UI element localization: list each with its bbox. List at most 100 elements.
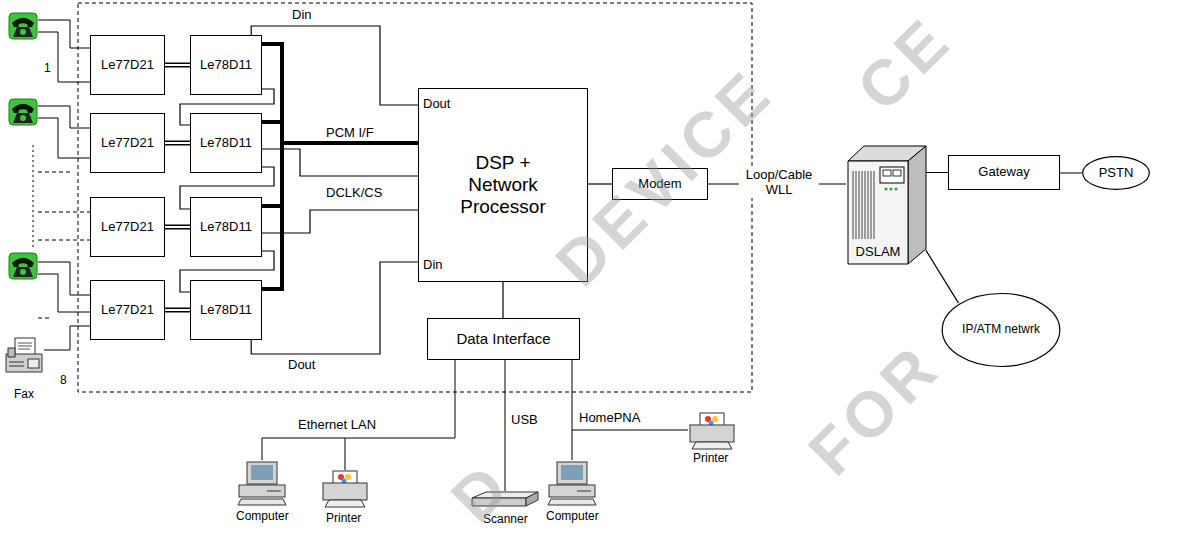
connector-line bbox=[262, 122, 418, 143]
rack-slot bbox=[874, 171, 875, 239]
codec-chip: Le78D11 bbox=[190, 197, 262, 257]
node-label: Le78D11 bbox=[200, 136, 252, 151]
ellipse-border bbox=[942, 294, 1060, 367]
connector-line bbox=[262, 143, 418, 206]
rack-led bbox=[890, 188, 893, 191]
rack-slot bbox=[859, 171, 860, 239]
rack-panel bbox=[880, 167, 904, 183]
slic-chip: Le77D21 bbox=[90, 35, 165, 95]
connector-line bbox=[926, 171, 948, 173]
printer-icon bbox=[690, 413, 734, 449]
signal-label: DCLK/CS bbox=[326, 186, 382, 201]
device-label: Computer bbox=[546, 510, 599, 524]
double-line-inner bbox=[165, 142, 190, 144]
slic-chip: Le77D21 bbox=[90, 113, 165, 173]
fax-icon bbox=[6, 338, 42, 372]
node-label: IP/ATM netwrk bbox=[962, 323, 1040, 337]
computer-icon bbox=[548, 462, 596, 505]
node-label: Le77D21 bbox=[101, 58, 154, 73]
connector-line bbox=[262, 44, 418, 143]
connector bbox=[165, 227, 190, 228]
double-line-outer bbox=[165, 225, 190, 230]
slic-chip: Le77D21 bbox=[90, 280, 165, 340]
node-label: Le78D11 bbox=[200, 303, 252, 318]
device-label: Printer bbox=[326, 512, 361, 526]
rack-led bbox=[885, 188, 888, 191]
unused-wires bbox=[33, 145, 90, 318]
rack-led bbox=[895, 188, 898, 191]
node-label: Le77D21 bbox=[101, 303, 154, 318]
phone-wires bbox=[38, 20, 90, 350]
phone-icon bbox=[9, 13, 37, 39]
node-label: Gateway bbox=[978, 165, 1029, 180]
connector bbox=[262, 149, 418, 176]
codec-chip: Le78D11 bbox=[190, 280, 262, 340]
codec-chip: Le78D11 bbox=[190, 35, 262, 95]
connector bbox=[503, 282, 504, 318]
node-label: Le78D11 bbox=[200, 220, 252, 235]
network-label: Ethernet LAN bbox=[298, 418, 376, 433]
connector bbox=[262, 143, 418, 206]
double-line-outer bbox=[165, 63, 190, 68]
node-label: DSP + Network Processor bbox=[448, 152, 558, 218]
signal-label: Din bbox=[290, 8, 314, 23]
watermark: FOR bbox=[795, 330, 955, 490]
device-label: Fax bbox=[14, 388, 34, 402]
node-label: Le77D21 bbox=[101, 220, 154, 235]
network-label: USB bbox=[511, 413, 538, 428]
network-label: HomePNA bbox=[579, 411, 640, 426]
computer-icon bbox=[238, 462, 286, 505]
port-number: 1 bbox=[44, 62, 51, 76]
rack-slot bbox=[865, 171, 866, 239]
rack-front bbox=[848, 161, 908, 264]
node-label: Din bbox=[423, 258, 443, 273]
connector bbox=[926, 172, 948, 174]
connector bbox=[251, 26, 418, 105]
connector-line bbox=[926, 250, 959, 303]
connector-line bbox=[262, 149, 418, 176]
device-label: Printer bbox=[693, 452, 728, 466]
phone-icon bbox=[9, 253, 37, 279]
watermark: CE bbox=[843, 2, 966, 125]
ellipse-border bbox=[1083, 157, 1150, 190]
connector bbox=[262, 44, 418, 143]
rack-slot bbox=[871, 171, 872, 239]
connector bbox=[165, 310, 190, 311]
rack-display bbox=[883, 170, 891, 176]
connector-line bbox=[251, 262, 418, 354]
connector-line bbox=[262, 210, 418, 233]
connector bbox=[251, 262, 418, 354]
double-line-outer bbox=[165, 141, 190, 146]
connector bbox=[262, 210, 418, 233]
rack-side bbox=[908, 146, 926, 264]
interface-box: Data Interface bbox=[427, 318, 580, 360]
connector-line bbox=[502, 282, 503, 318]
double-line-inner bbox=[165, 309, 190, 311]
connector-line bbox=[262, 143, 418, 289]
phone-icon bbox=[9, 99, 37, 125]
connector bbox=[926, 250, 959, 303]
codec-chip: Le78D11 bbox=[190, 113, 262, 173]
node-label: Le78D11 bbox=[200, 58, 252, 73]
node-label: Dout bbox=[423, 97, 450, 112]
slic-chip: Le77D21 bbox=[90, 197, 165, 257]
connector bbox=[1060, 172, 1082, 174]
network-ellipse: PSTN bbox=[1082, 156, 1150, 190]
rack-slot bbox=[853, 171, 854, 239]
connector bbox=[262, 122, 418, 143]
connector-line bbox=[1060, 172, 1082, 174]
double-line-inner bbox=[165, 226, 190, 228]
access-rack: DSLAM bbox=[846, 143, 926, 265]
rack-slot bbox=[868, 171, 869, 239]
rack-slot bbox=[856, 171, 857, 239]
double-line-outer bbox=[165, 308, 190, 313]
printer-icon bbox=[323, 471, 367, 507]
node-label: PSTN bbox=[1099, 166, 1134, 181]
signal-label: Dout bbox=[286, 358, 317, 373]
gateway-box: Gateway bbox=[948, 155, 1060, 190]
device-label: Computer bbox=[236, 510, 289, 524]
connector-line bbox=[251, 26, 418, 105]
signal-label: Loop/Cable WLL bbox=[739, 168, 819, 198]
connector bbox=[262, 143, 418, 289]
